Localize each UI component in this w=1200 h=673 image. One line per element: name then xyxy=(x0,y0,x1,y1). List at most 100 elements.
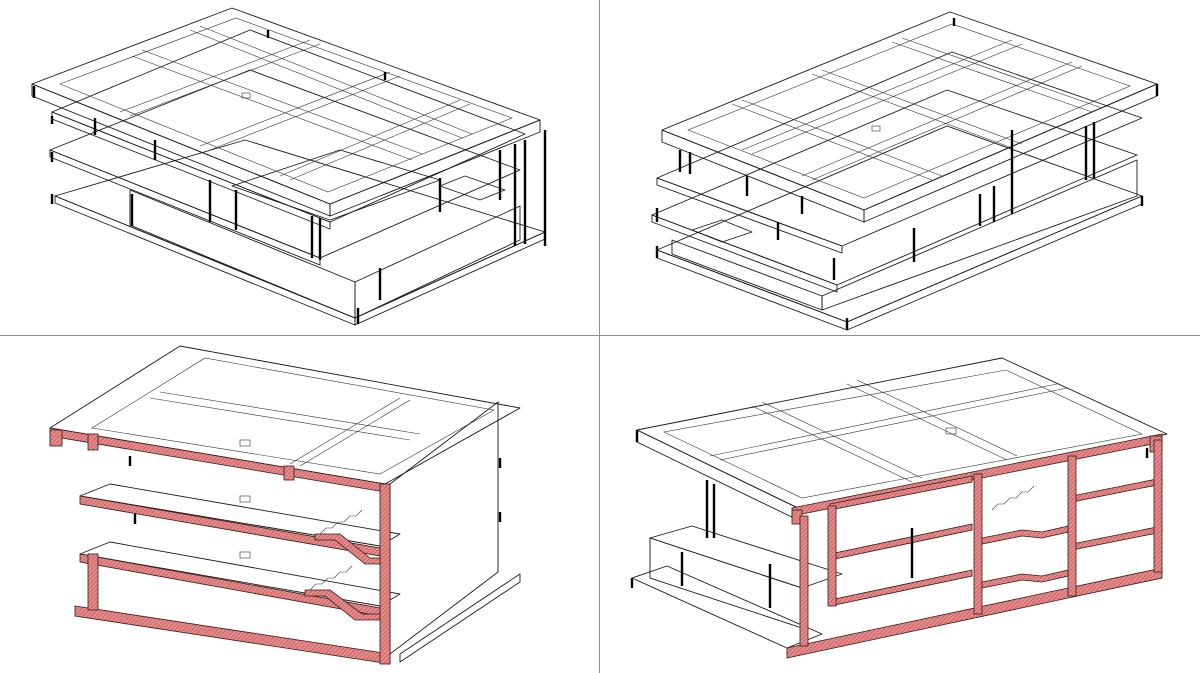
roof-beam xyxy=(299,399,411,467)
isometric-drawing-section-a xyxy=(49,345,521,665)
canopy xyxy=(231,149,441,221)
floor-slab-2 xyxy=(656,51,1143,247)
roof-beam xyxy=(751,43,1023,155)
ground-slab xyxy=(656,125,1143,323)
roof-beam xyxy=(119,39,311,113)
section-cut-floor-0 xyxy=(829,569,973,607)
section-cut-wall-left xyxy=(87,553,99,611)
roof-beam xyxy=(811,73,1013,149)
ground-slab-side xyxy=(399,573,521,663)
viewport-bottom-right xyxy=(602,338,1200,673)
lower-volume-side xyxy=(354,205,521,319)
roof-beam xyxy=(131,55,413,161)
isometric-drawing-exterior-a xyxy=(31,7,547,326)
section-cut-wall-right xyxy=(379,483,391,665)
section-cut-floor-1 xyxy=(829,523,973,561)
section-cut-ground xyxy=(74,605,391,665)
viewport-top-right xyxy=(602,0,1200,334)
lower-volume-top xyxy=(649,525,843,589)
section-cut-roof-beam xyxy=(87,433,99,451)
ground-slab xyxy=(631,565,823,649)
roof-slab-top xyxy=(31,7,541,205)
floor-slab-1-edge xyxy=(651,214,838,293)
roof-inner-border xyxy=(91,357,495,475)
roof-beam xyxy=(149,397,411,441)
roof-beam xyxy=(129,43,321,117)
roof-inner-border xyxy=(59,17,513,193)
section-cut-stair xyxy=(981,525,1069,545)
roof-opening xyxy=(239,439,251,447)
roof-opening xyxy=(945,427,957,435)
roof-slab-side xyxy=(863,83,1158,223)
ground-slab xyxy=(54,139,546,319)
section-cut-roof-beam xyxy=(49,429,63,447)
roof-beam xyxy=(141,49,423,155)
lower-volume-front xyxy=(129,189,356,319)
floor-opening xyxy=(239,551,251,559)
roof-slab-front xyxy=(31,83,331,217)
roof-beam xyxy=(159,391,421,435)
section-cut-wall xyxy=(799,515,809,647)
section-cut-roof xyxy=(49,427,386,493)
roof-slab-side xyxy=(329,119,541,217)
roof-beam xyxy=(846,383,1008,461)
section-cut-stair xyxy=(314,533,381,565)
roof-slab-front xyxy=(661,129,865,223)
roof-slab-top xyxy=(661,11,1158,211)
floor-slab-1 xyxy=(651,89,1138,286)
section-cut-stair xyxy=(304,589,381,621)
roof-beam xyxy=(761,401,923,479)
floor-slab-2-edge xyxy=(49,149,321,266)
section-cut-floor-1b xyxy=(1071,525,1163,551)
section-cut-wall xyxy=(973,473,983,615)
roof-slab-front xyxy=(636,429,803,523)
roof-beam xyxy=(856,379,1018,457)
floor-slab-2-edge xyxy=(656,177,843,254)
roof-beam xyxy=(289,103,471,181)
section-cut-floor-2b xyxy=(1071,477,1163,503)
roof-opening xyxy=(871,125,881,132)
section-cut-roof-beam xyxy=(283,465,295,481)
ground-slab-side xyxy=(354,231,546,326)
divider-horizontal xyxy=(0,335,1200,336)
section-cut-wall xyxy=(1153,439,1163,573)
floor-opening xyxy=(239,495,251,503)
section-cut-floor-2 xyxy=(829,475,973,511)
ground-slab-edge xyxy=(54,195,356,326)
roof-beam xyxy=(741,99,943,177)
ground-slab-edge xyxy=(656,249,848,331)
floor-slab-3 xyxy=(51,29,526,223)
viewport-top-left xyxy=(0,0,598,334)
roof-beam xyxy=(279,99,461,177)
roof-beam xyxy=(901,37,1103,109)
roof-beam xyxy=(209,75,401,151)
section-cut-stair xyxy=(981,569,1069,589)
roof-beam xyxy=(289,397,401,465)
roof-beam xyxy=(801,61,1073,177)
roof-beam xyxy=(821,69,1023,145)
isometric-drawing-section-b xyxy=(630,357,1168,659)
balcony-slab xyxy=(439,175,506,201)
roof-inner-border xyxy=(687,23,1131,199)
roof-beam xyxy=(189,29,463,139)
side-wall xyxy=(389,401,499,655)
roof-beam xyxy=(199,71,391,147)
roof-beam xyxy=(891,41,1093,113)
floor-plate-1 xyxy=(79,541,401,607)
stair-steps xyxy=(309,565,353,591)
lower-volume-left xyxy=(649,537,803,629)
balcony-slab xyxy=(691,219,753,243)
stair-steps xyxy=(991,485,1035,511)
roof-beam xyxy=(731,103,933,181)
divider-vertical xyxy=(599,0,600,673)
roof-beam xyxy=(741,39,1013,151)
roof-beam xyxy=(719,387,1068,461)
roof-opening xyxy=(241,92,251,99)
floor-plate-2 xyxy=(79,483,401,547)
lower-volume-side xyxy=(821,159,1138,311)
roof-beam xyxy=(751,405,913,483)
viewport-bottom-left xyxy=(0,338,598,673)
roof-beam xyxy=(709,383,1058,457)
stair-steps xyxy=(319,509,363,535)
section-cut-wall xyxy=(1067,455,1077,597)
